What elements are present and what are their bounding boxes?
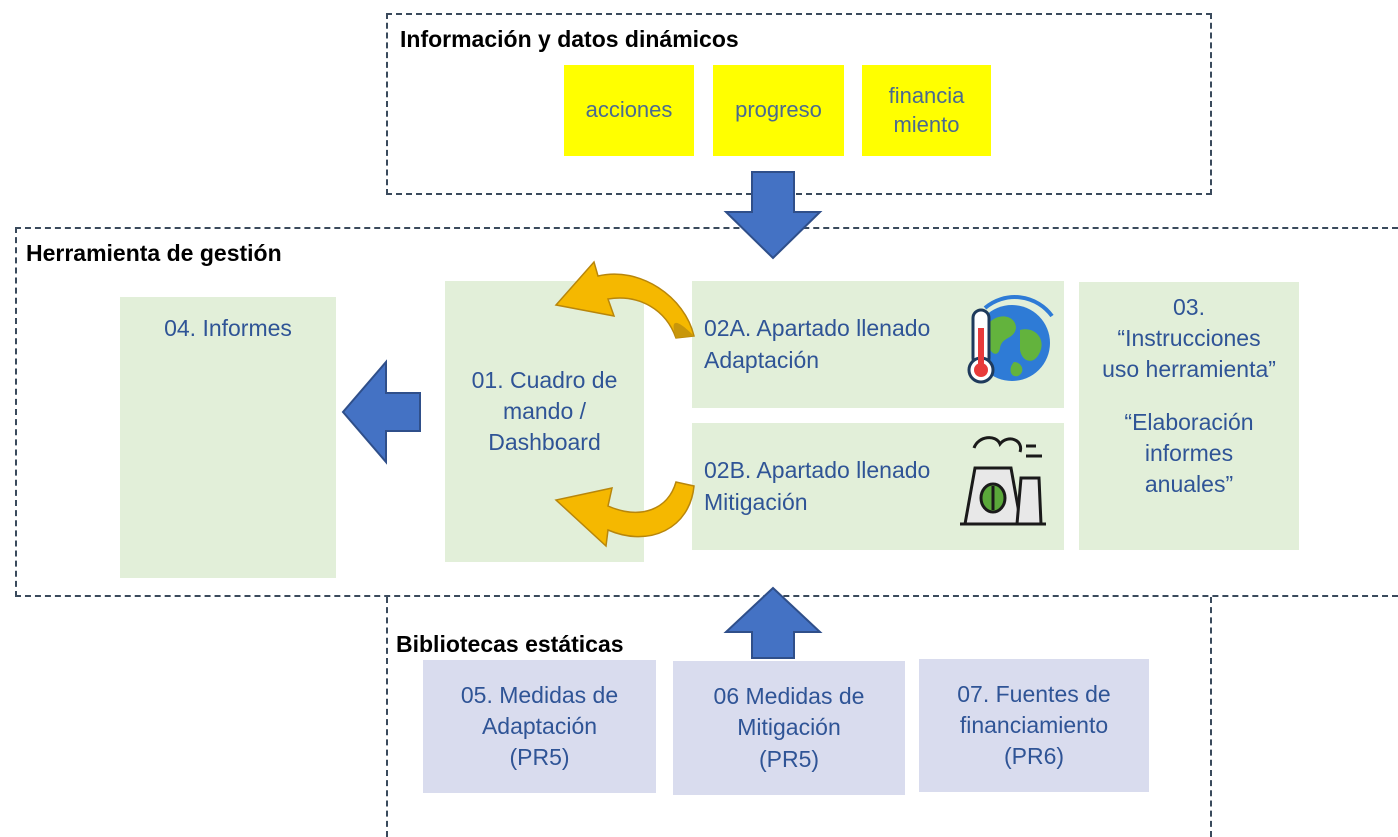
informes-box: 04. Informes <box>120 297 336 578</box>
instructions-text: 03. “Instrucciones uso herramienta” <box>1102 294 1276 383</box>
dashboard-box: 01. Cuadro de mando / Dashboard <box>445 281 644 562</box>
management-tool-container <box>15 227 1398 597</box>
static-libraries-title: Bibliotecas estáticas <box>396 631 624 657</box>
mitigation-fill-box: 02B. Apartado llenado Mitigación <box>692 423 1064 550</box>
management-tool-title: Herramienta de gestión <box>26 240 282 266</box>
library-mitigation-measures: 06 Medidas de Mitigación (PR5) <box>673 661 905 795</box>
dynamic-item-acciones: acciones <box>564 65 694 156</box>
dynamic-item-progreso: progreso <box>713 65 844 156</box>
library-funding-sources: 07. Fuentes de financiamiento (PR6) <box>919 659 1149 792</box>
static-libraries-container <box>386 597 1212 837</box>
adaptation-fill-box: 02A. Apartado llenado Adaptación <box>692 281 1064 408</box>
dynamic-item-financiamiento: financia miento <box>862 65 991 156</box>
instructions-box: 03. “Instrucciones uso herramienta” “Ela… <box>1079 282 1299 550</box>
annual-reports-text: “Elaboración informes anuales” <box>1124 409 1254 498</box>
library-adaptation-measures: 05. Medidas de Adaptación (PR5) <box>423 660 656 793</box>
dynamic-data-title: Información y datos dinámicos <box>400 26 739 52</box>
